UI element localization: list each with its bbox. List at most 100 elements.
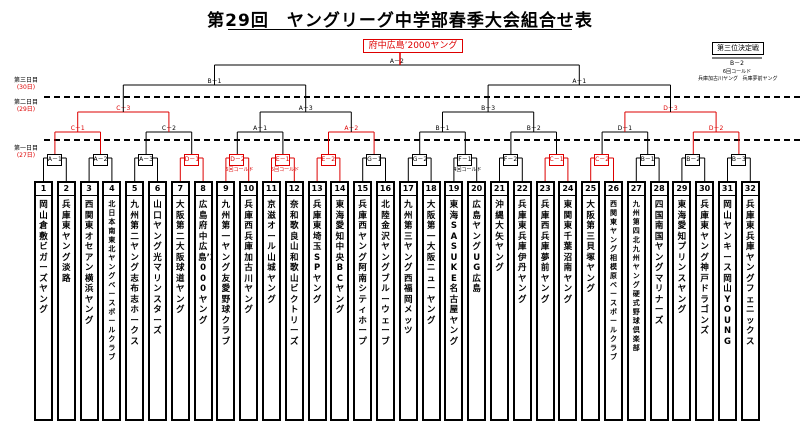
team-number: 32 — [742, 183, 758, 196]
team-number: 27 — [628, 183, 644, 196]
team-column: 26 西関東ヤング相模原ベースボールクラブ — [604, 181, 623, 421]
team-name: 大阪第三貝塚ヤング — [586, 200, 595, 294]
first-round-note: 5回コールド — [270, 167, 300, 173]
first-round-match: A－1 — [46, 154, 62, 166]
team-number: 11 — [264, 183, 279, 196]
first-round-match: G－2 — [411, 154, 427, 166]
day-separator — [44, 96, 800, 98]
day2-label: 第二日目 (29日) — [6, 99, 46, 113]
day3-date: (30日) — [16, 84, 36, 91]
team-number: 19 — [446, 183, 462, 196]
team-column: 4 北日本南東北ヤングベースボールクラブ — [102, 181, 122, 421]
team-number: 31 — [720, 183, 735, 196]
team-name: 東海SASUKE名古屋ヤング — [449, 200, 459, 347]
team-name: 沖縄大矢ヤング — [495, 200, 504, 273]
team-column: 2 兵庫東ヤング淡路 — [56, 181, 76, 421]
team-number: 17 — [400, 183, 416, 196]
team-name: 西関東オセアン横浜ヤング — [84, 200, 94, 326]
first-round-note: 4回コールド — [453, 167, 482, 173]
third-place-box: 第三位決定戦 — [712, 42, 764, 55]
team-column: 19 東海SASUKE名古屋ヤング — [444, 181, 464, 421]
team-name: 東関東千葉沼南ヤング — [563, 200, 573, 305]
team-name: 広島府中広島’2000ヤング — [198, 200, 211, 326]
day3-label: 第三日目 (30日) — [6, 77, 46, 91]
team-name: 兵庫東ヤング神戸ドラゴンズ — [700, 200, 709, 336]
day1-label: 第一日目 (27日) — [6, 145, 46, 159]
first-round-match: G－1 — [366, 154, 382, 166]
team-column: 10 兵庫西兵庫加古川ヤング — [239, 181, 259, 421]
team-column: 29 東海愛知プリンスヤング — [672, 181, 692, 421]
team-name: 兵庫東埼玉SPヤング — [312, 200, 322, 305]
team-name: 九州第三ヤング西福岡メッツ — [404, 200, 413, 336]
team-name: 兵庫西兵庫夢前ヤング — [540, 200, 550, 305]
team-name: 兵庫西兵庫加古川ヤング — [244, 200, 253, 315]
match-label: A－2 — [390, 58, 404, 65]
team-name: 大阪第二大阪球道ヤング — [176, 200, 185, 315]
third-place-team: 兵庫加古川ヤング — [698, 75, 738, 82]
team-name: 東海愛知プリンスヤング — [677, 200, 687, 315]
first-round-match: E－2 — [320, 154, 336, 166]
team-number: 9 — [218, 183, 234, 196]
team-number: 8 — [195, 183, 211, 196]
team-name: 西関東ヤング相模原ベースボールクラブ — [610, 200, 617, 361]
first-round-match: D－1 — [183, 154, 199, 166]
team-number: 30 — [697, 183, 713, 196]
team-number: 20 — [469, 183, 485, 196]
team-number: 15 — [355, 183, 371, 196]
team-number: 4 — [104, 183, 120, 196]
day1-date: (27日) — [16, 152, 36, 159]
team-number: 13 — [309, 183, 325, 196]
team-name: 北日本南東北ヤングベースボールクラブ — [108, 200, 116, 361]
team-number: 26 — [606, 183, 621, 196]
team-name: 兵庫東兵庫ヤングフェニックス — [746, 200, 755, 347]
team-number: 29 — [674, 183, 690, 196]
team-name: 北陸金沢ヤングブルーウェーブ — [381, 200, 390, 347]
team-number: 2 — [58, 183, 74, 196]
team-number: 22 — [514, 183, 530, 196]
team-name: 四国南国ヤングマリナーズ — [654, 200, 664, 326]
third-place-team: 兵庫夢前ヤング — [742, 75, 777, 82]
team-name: 岡山倉敷ビガーズヤング — [39, 200, 48, 315]
team-column: 32 兵庫東兵庫ヤングフェニックス — [740, 181, 760, 421]
team-number: 16 — [378, 183, 393, 196]
champion-box: 府中広島’2000ヤング — [363, 39, 463, 53]
day2-round: 第二日目 — [13, 99, 38, 106]
team-column: 16 北陸金沢ヤングブルーウェーブ — [376, 181, 395, 421]
team-number: 28 — [651, 183, 667, 196]
first-round-match: F－1 — [457, 154, 473, 166]
team-column: 20 広島ヤングUG広島 — [467, 181, 487, 421]
team-number: 6 — [150, 183, 165, 196]
day-separator — [44, 139, 800, 141]
team-column: 28 四国南国ヤングマリナーズ — [649, 181, 669, 421]
team-column: 8 広島府中広島’2000ヤング — [193, 181, 213, 421]
team-number: 25 — [583, 183, 599, 196]
team-name: 九州第四北九州ヤング硬式野球倶楽部 — [632, 200, 640, 352]
first-round-note: 6回コールド — [225, 167, 254, 173]
title-underline — [228, 29, 572, 30]
team-column: 25 大阪第三貝塚ヤング — [581, 181, 601, 421]
team-number: 14 — [332, 183, 348, 196]
first-round-match: A－3 — [138, 154, 154, 166]
first-round-match: B－3 — [730, 154, 746, 166]
team-name: 広島ヤングUG広島 — [472, 200, 481, 294]
team-number: 10 — [241, 183, 257, 196]
first-round-match: F－2 — [502, 154, 518, 166]
first-round-match: A－2 — [92, 154, 108, 166]
team-name: 兵庫東兵庫伊丹ヤング — [518, 200, 527, 305]
day2-date: (29日) — [16, 106, 36, 113]
team-name: 兵庫東ヤング淡路 — [62, 200, 71, 284]
first-round-match: C－1 — [548, 154, 564, 166]
team-number: 5 — [127, 183, 143, 196]
